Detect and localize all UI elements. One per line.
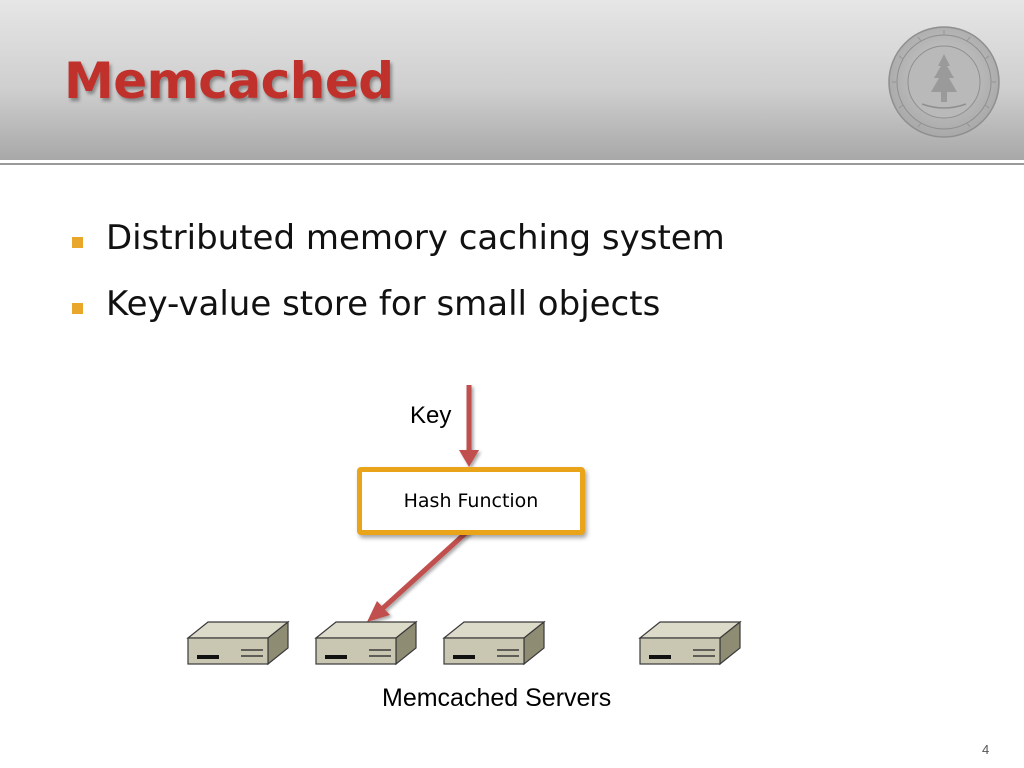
hash-to-server-arrow [367, 528, 471, 622]
hash-function-label: Hash Function [403, 490, 539, 512]
bullet-marker-icon [72, 237, 83, 248]
server-icon [443, 621, 545, 665]
server-icon [639, 621, 741, 665]
hash-function-box: Hash Function [357, 467, 585, 535]
key-arrow [459, 385, 479, 467]
bullet-marker-icon [72, 303, 83, 314]
bullet-text: Key-value store for small objects [106, 284, 661, 324]
key-label: Key [410, 402, 452, 429]
header-divider-shadow [0, 163, 1024, 165]
bullet-text: Distributed memory caching system [106, 218, 725, 258]
server-icon [315, 621, 417, 665]
page-number: 4 [982, 742, 990, 757]
slide-title: Memcached [64, 52, 394, 110]
server-icon [187, 621, 289, 665]
header-band [0, 0, 1024, 160]
servers-label: Memcached Servers [382, 684, 612, 712]
header-divider [0, 160, 1024, 163]
university-seal-icon [888, 26, 1000, 138]
